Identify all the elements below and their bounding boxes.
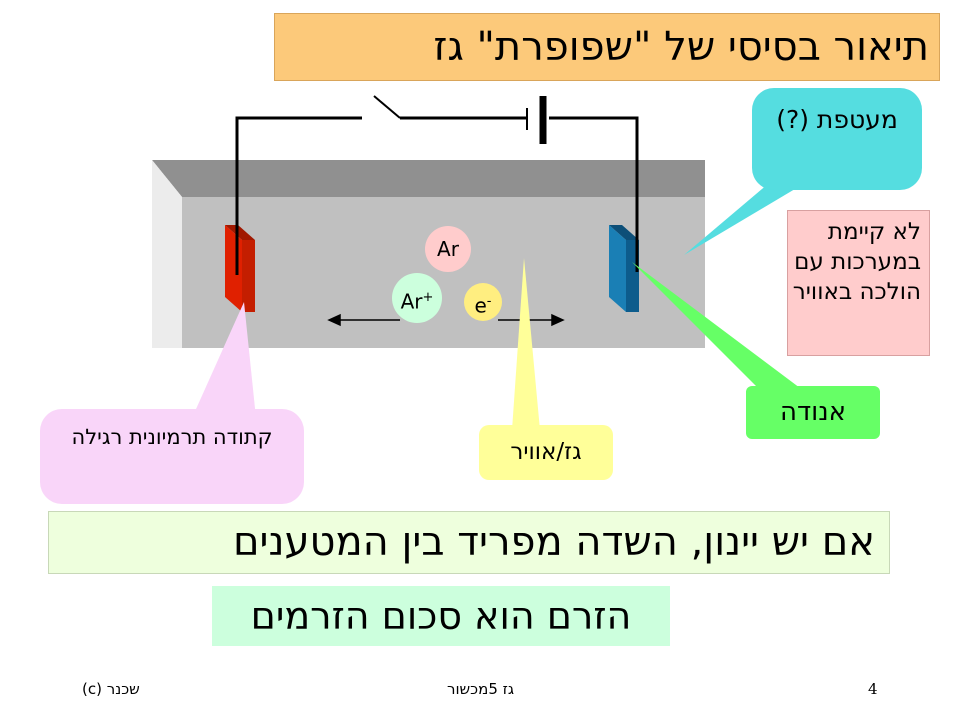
current-sum-statement: הזרם הוא סכום הזרמים: [212, 586, 670, 646]
electron-charge: -: [486, 294, 492, 309]
not-exists-note: לא קיימת במערכות עם הולכה באוויר: [787, 210, 930, 356]
footer-course: גז 5מכשור: [447, 680, 515, 698]
cathode-electrode: [225, 225, 255, 312]
argon-ion: Ar+: [392, 273, 442, 323]
argon-atom-label: Ar: [437, 237, 459, 261]
footer-author: שכנר (c): [82, 680, 140, 698]
electron: e-: [464, 283, 502, 321]
argon-ion-charge: +: [422, 290, 434, 305]
page-number: 4: [868, 680, 878, 698]
battery-symbol: [526, 96, 547, 144]
argon-ion-label: Ar: [400, 289, 423, 314]
cathode-pointer: [192, 302, 256, 418]
cathode-callout: קתודה תרמיונית רגילה: [40, 409, 304, 504]
anode-electrode: [609, 225, 639, 312]
electron-label: e: [474, 293, 487, 318]
anode-callout: אנודה: [746, 386, 880, 439]
envelope-pointer: [684, 178, 800, 255]
envelope-callout: מעטפת (?): [752, 88, 922, 190]
ionization-statement: אם יש יינון, השדה מפריד בין המטענים: [48, 511, 890, 574]
gas-callout: גז/אוויר: [479, 425, 613, 480]
gas-pointer: [512, 258, 540, 430]
tube-envelope: [152, 160, 705, 348]
circuit-wires: [235, 95, 639, 275]
argon-atom: Ar: [425, 226, 471, 272]
slide-title: תיאור בסיסי של "שפופרת" גז: [274, 13, 940, 81]
anode-pointer: [632, 262, 800, 390]
